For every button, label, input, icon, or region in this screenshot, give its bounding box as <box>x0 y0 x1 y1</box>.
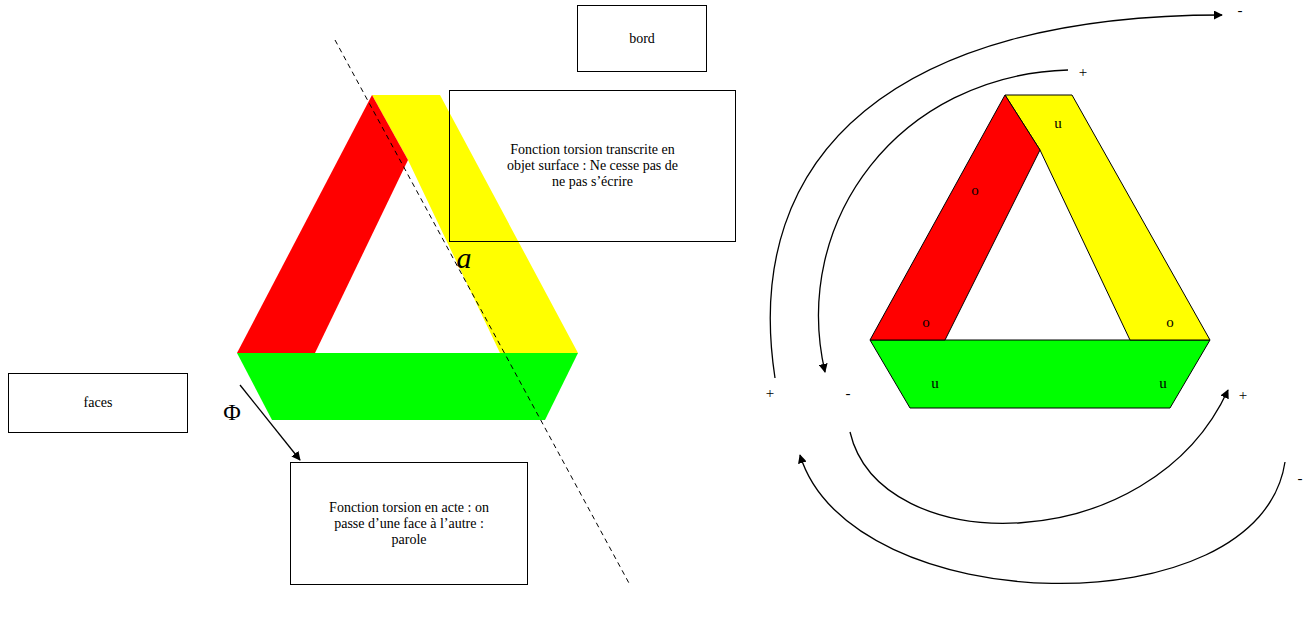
arc-arrow <box>800 455 1285 583</box>
phi-symbol: Φ <box>223 400 241 424</box>
face-letter: u <box>931 376 939 391</box>
orientation-arrows <box>770 15 1285 583</box>
arc-arrow <box>770 15 1222 378</box>
sign-label: + <box>1239 388 1247 403</box>
yellow-strip <box>1005 95 1210 340</box>
green-strip <box>237 353 578 420</box>
face-letter: u <box>1159 376 1167 391</box>
box-text: bord <box>587 31 697 47</box>
leader-arrow <box>240 385 300 460</box>
sign-label: - <box>1238 3 1243 18</box>
sign-label: + <box>1079 65 1087 80</box>
sign-label: + <box>766 386 774 401</box>
sign-label: - <box>846 386 851 401</box>
text-box: Fonction torsion transcrite en objet sur… <box>449 90 736 242</box>
face-letter: o <box>1166 315 1174 330</box>
text-box: faces <box>8 373 188 433</box>
text-box: Fonction torsion en acte : on passe d’un… <box>290 462 528 585</box>
arc-arrow <box>850 390 1228 523</box>
sign-label: - <box>1298 471 1303 486</box>
arc-arrow <box>819 70 1068 372</box>
yellow-strip <box>372 95 578 353</box>
box-text: Fonction torsion en acte : on passe d’un… <box>327 500 492 548</box>
box-text: Fonction torsion transcrite en objet sur… <box>504 142 682 190</box>
face-letter: o <box>922 315 930 330</box>
red-strip <box>237 95 408 353</box>
face-letter: u <box>1054 116 1062 131</box>
face-letter: o <box>971 183 979 198</box>
twisted-band-right <box>870 95 1210 408</box>
box-text: faces <box>18 395 178 411</box>
green-strip <box>870 340 1210 408</box>
red-strip <box>870 95 1040 340</box>
point-label: a <box>457 243 472 273</box>
text-box: bord <box>577 5 707 72</box>
